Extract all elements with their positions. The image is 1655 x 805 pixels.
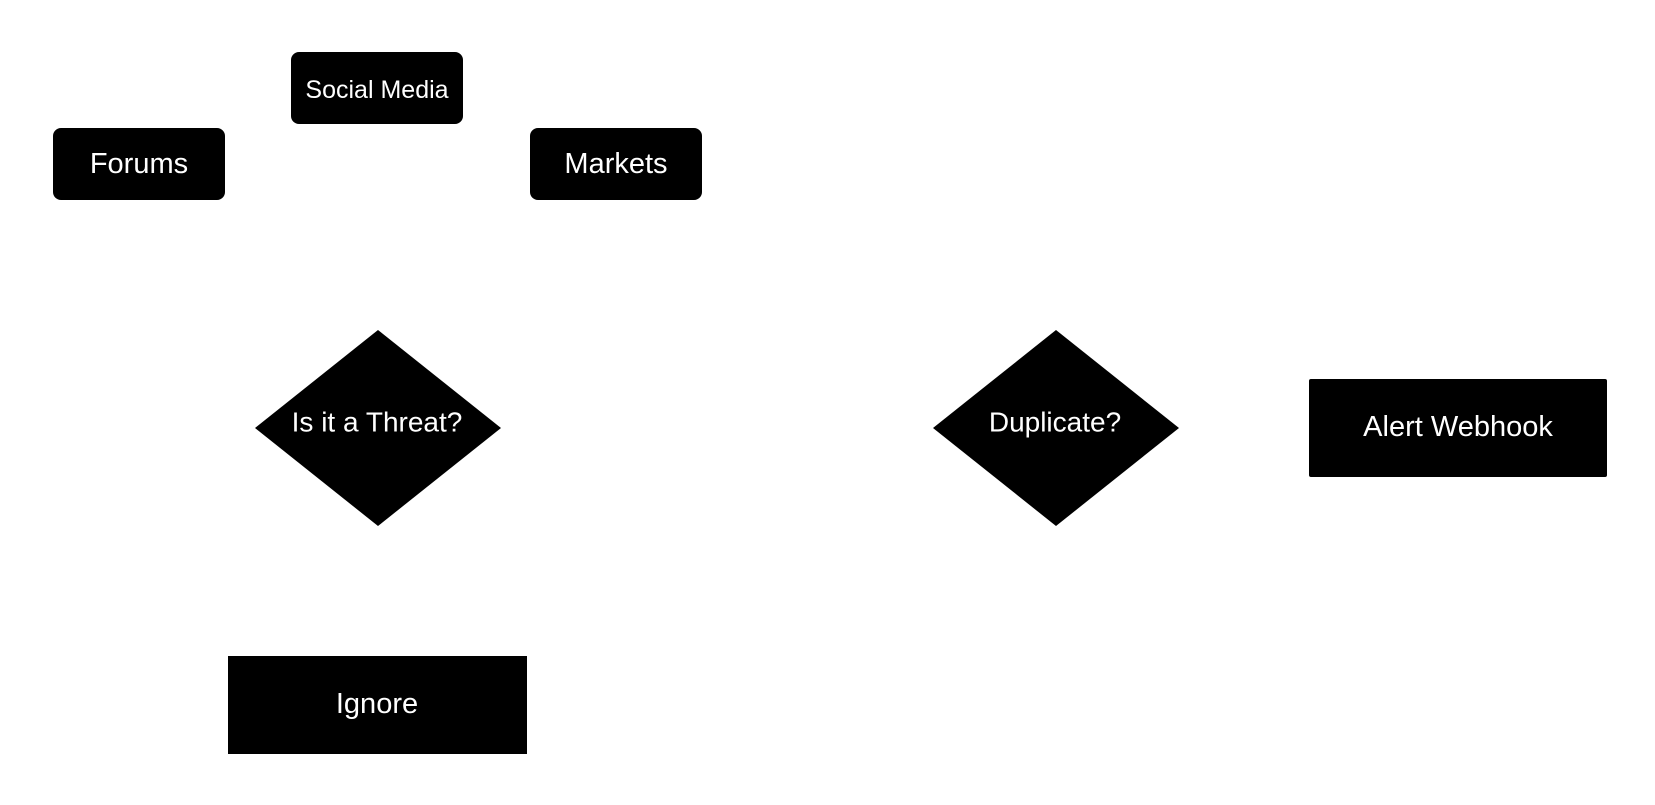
node-forums-shape (53, 128, 225, 200)
decision-duplicate-label: Duplicate? (989, 407, 1121, 438)
decision-threat-shape (255, 330, 501, 526)
node-forums[interactable]: Forums (53, 128, 225, 200)
node-social-media[interactable]: Social Media (291, 52, 463, 124)
action-alert-webhook[interactable]: Alert Webhook (1309, 379, 1607, 477)
node-social-media-label: Social Media (305, 76, 448, 104)
action-ignore-shape (228, 656, 527, 754)
decision-threat[interactable]: Is it a Threat? (255, 330, 501, 526)
action-alert-webhook-shape (1309, 379, 1607, 477)
action-alert-webhook-label: Alert Webhook (1363, 411, 1553, 443)
decision-duplicate[interactable]: Duplicate? (933, 330, 1179, 526)
node-markets-shape (530, 128, 702, 200)
action-ignore[interactable]: Ignore (228, 656, 527, 754)
decision-threat-label: Is it a Threat? (292, 407, 463, 438)
node-social-media-shape (291, 52, 463, 124)
node-markets-label: Markets (564, 148, 667, 180)
action-ignore-label: Ignore (336, 688, 418, 720)
decision-duplicate-shape (933, 330, 1179, 526)
node-markets[interactable]: Markets (530, 128, 702, 200)
node-forums-label: Forums (90, 148, 188, 180)
